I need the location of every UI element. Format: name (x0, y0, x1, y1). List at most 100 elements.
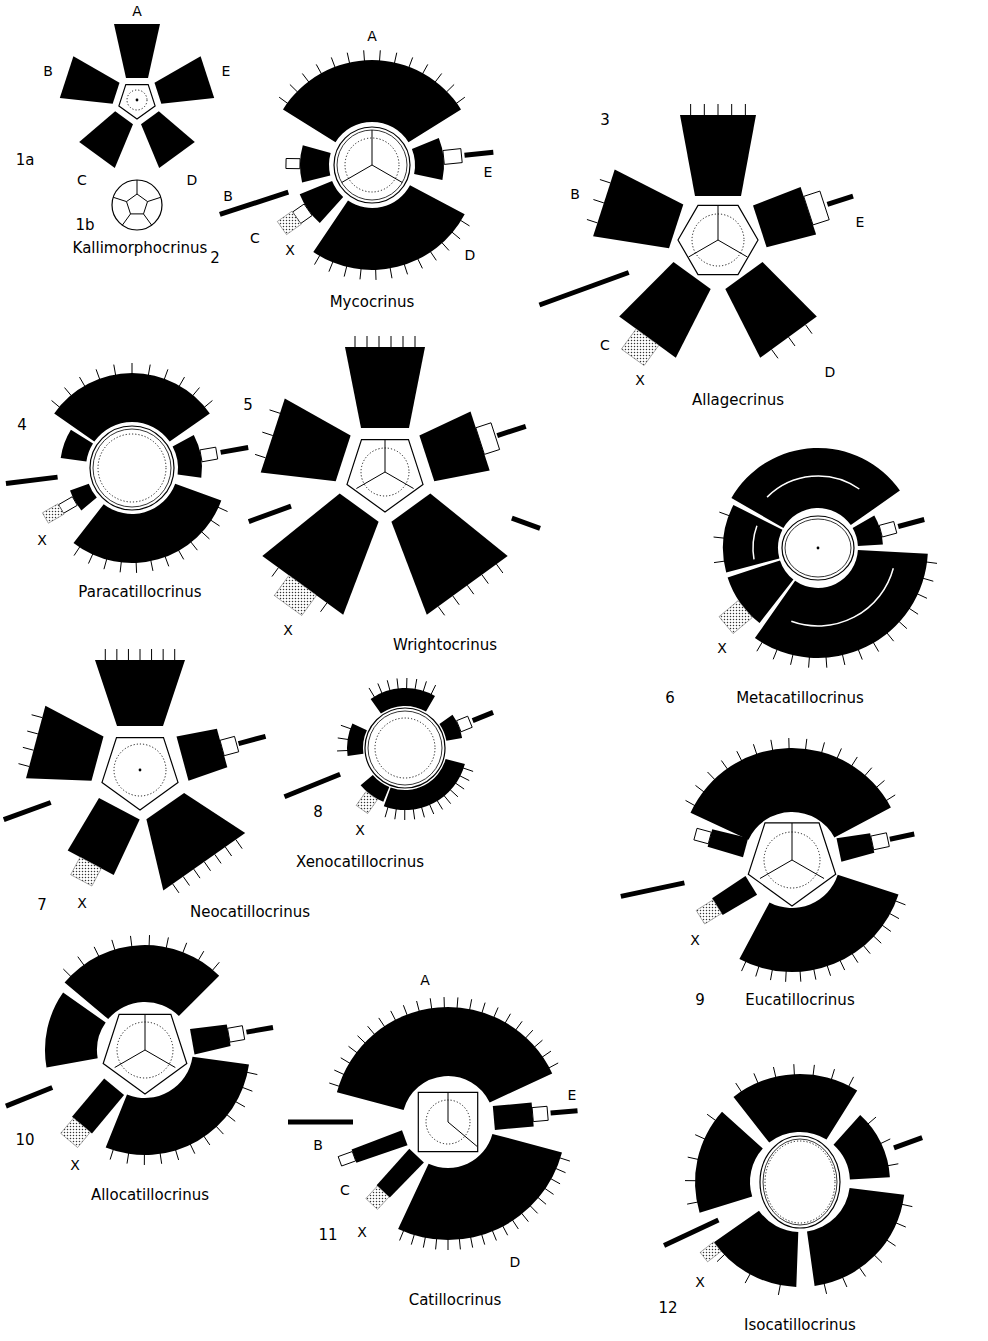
orientation-bar (239, 736, 266, 743)
arm-facet (806, 325, 812, 334)
calyx-cup (90, 426, 174, 510)
arm-facet (430, 251, 436, 260)
arm-facet (470, 999, 472, 1010)
basal-suture (792, 823, 793, 860)
arm-facet (225, 847, 231, 856)
arm-facet (148, 365, 150, 376)
calyx-cup (103, 1014, 187, 1094)
crinoid-figure (60, 24, 214, 168)
arm-facet (685, 1180, 696, 1181)
arm-facet (204, 862, 210, 871)
arm-facet (757, 642, 763, 651)
plate-letter: B (42, 64, 54, 78)
arm-facet (341, 725, 351, 729)
calyx-cup (119, 85, 155, 119)
arm-facet (791, 654, 794, 665)
figure-number: 3 (599, 113, 611, 128)
orientation-bar (288, 1120, 353, 1125)
calyx-cup (418, 1092, 477, 1151)
radial-plate (141, 111, 195, 168)
orientation-bar (284, 774, 340, 796)
arm-facet (814, 969, 816, 980)
arm-facet (873, 642, 879, 651)
arm-facet (459, 776, 469, 781)
arm-facet (255, 454, 265, 457)
crinoid-figure (284, 678, 493, 820)
arm-facet (707, 1114, 716, 1120)
arm-facet (442, 242, 449, 250)
arm-base (228, 1026, 245, 1042)
arm-facet (714, 537, 725, 538)
arm-facet (385, 807, 388, 818)
radial-plate (837, 833, 875, 862)
arm-facet (863, 945, 870, 953)
arm-facet (785, 971, 787, 982)
radial-plate (853, 516, 883, 546)
radial-plate (391, 494, 507, 615)
plate-letter: X (689, 933, 701, 947)
arm-facet (329, 261, 333, 271)
arm-facet (456, 97, 465, 103)
arm-facet (842, 654, 844, 665)
arm-facet (395, 808, 397, 819)
figure-number: 2 (209, 251, 221, 266)
arm-facet (538, 1197, 546, 1204)
arm-facet (686, 800, 696, 805)
radial-plate (173, 435, 202, 478)
arm-facet (737, 751, 742, 761)
arm-facet (868, 1117, 876, 1124)
arm-facet (423, 1237, 425, 1248)
arm-facet (403, 336, 404, 347)
orientation-bar (221, 448, 249, 453)
stem-outline (345, 138, 399, 192)
arm-facet (917, 594, 927, 599)
arm-facet (842, 1277, 846, 1287)
basal-suture (792, 860, 824, 879)
basal-suture (372, 130, 373, 165)
arm-facet (827, 965, 830, 975)
crinoid-figure (288, 997, 578, 1250)
arm-facet (140, 649, 141, 660)
arm-facet (687, 1202, 698, 1204)
arm-facet (394, 53, 396, 64)
calyx-cup (748, 823, 835, 906)
arm-facet (262, 432, 272, 435)
basal-suture (372, 165, 402, 183)
arm-base (871, 833, 890, 850)
arm-facet (430, 998, 432, 1009)
arm-facet (210, 520, 219, 526)
arm-facet (88, 554, 93, 564)
arm-facet (151, 560, 153, 571)
arm-facet (163, 649, 164, 660)
cup-rim (785, 519, 851, 577)
arm-facet (436, 1238, 437, 1249)
genus-name: Wrightocrinus (392, 638, 498, 653)
radial-plate (65, 945, 220, 1019)
infrabasal-circlet (127, 194, 148, 214)
arm-facet (505, 1014, 511, 1024)
arm-facet (534, 1040, 542, 1047)
genus-name: Catillocrinus (408, 1293, 503, 1308)
plate-letter: X (282, 623, 294, 637)
arm-facet (114, 365, 116, 376)
radial-plate (300, 145, 331, 182)
arm-facet (110, 1149, 113, 1159)
orientation-bar (6, 477, 58, 483)
arm-base (694, 828, 712, 844)
arm-facet (503, 1226, 508, 1236)
arm-facet (909, 608, 918, 614)
plate-letter: X (36, 533, 48, 547)
arm-facet (116, 649, 117, 660)
arm-base (804, 191, 830, 225)
anal-plate (277, 211, 301, 234)
arm-facet (334, 1070, 344, 1075)
calyx-cup (678, 205, 758, 274)
arm-facet (270, 410, 280, 413)
arm-facet (496, 564, 502, 573)
arm-facet (736, 1083, 742, 1092)
plate-letter: C (76, 173, 88, 187)
basal-suture (356, 472, 385, 489)
arm-facet (409, 57, 413, 67)
arm-facet (368, 1026, 375, 1034)
arm-facet (183, 943, 187, 953)
